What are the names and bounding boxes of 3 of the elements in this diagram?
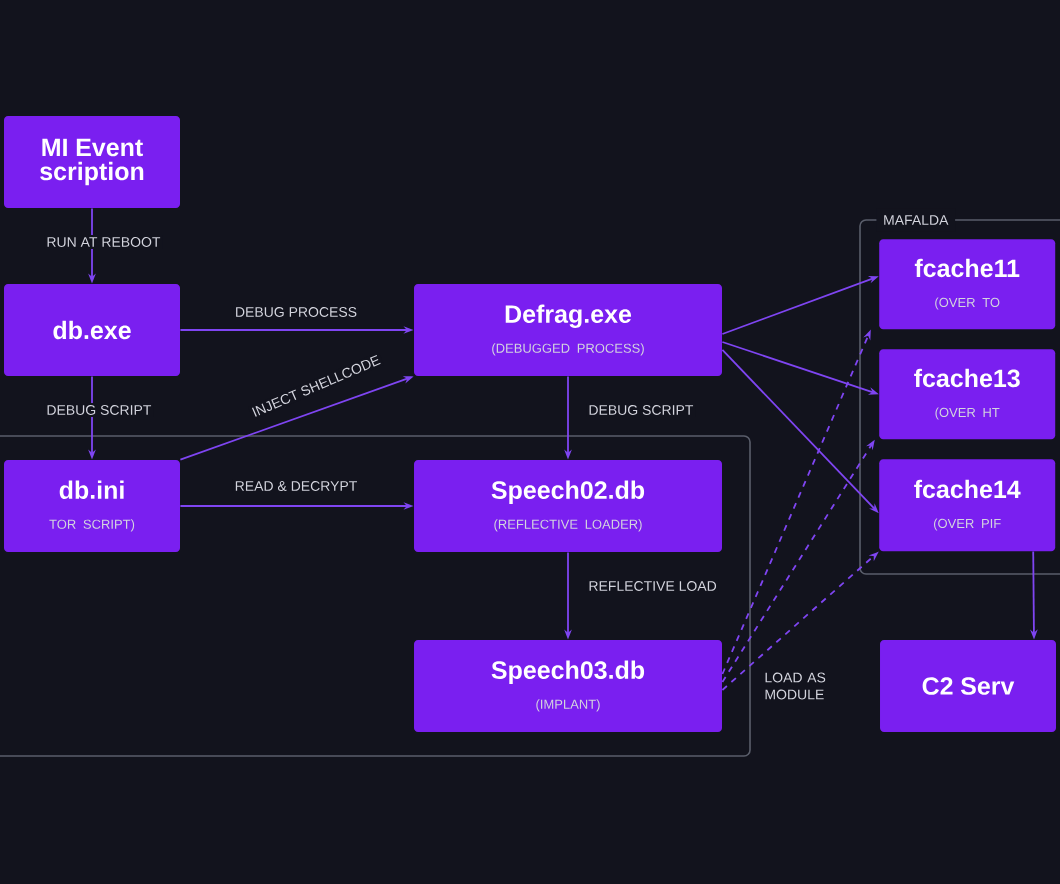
process-box: C2 Serv	[880, 640, 1056, 732]
process-box: db.exe	[4, 284, 180, 376]
process-box: MI Event scription	[4, 116, 180, 208]
